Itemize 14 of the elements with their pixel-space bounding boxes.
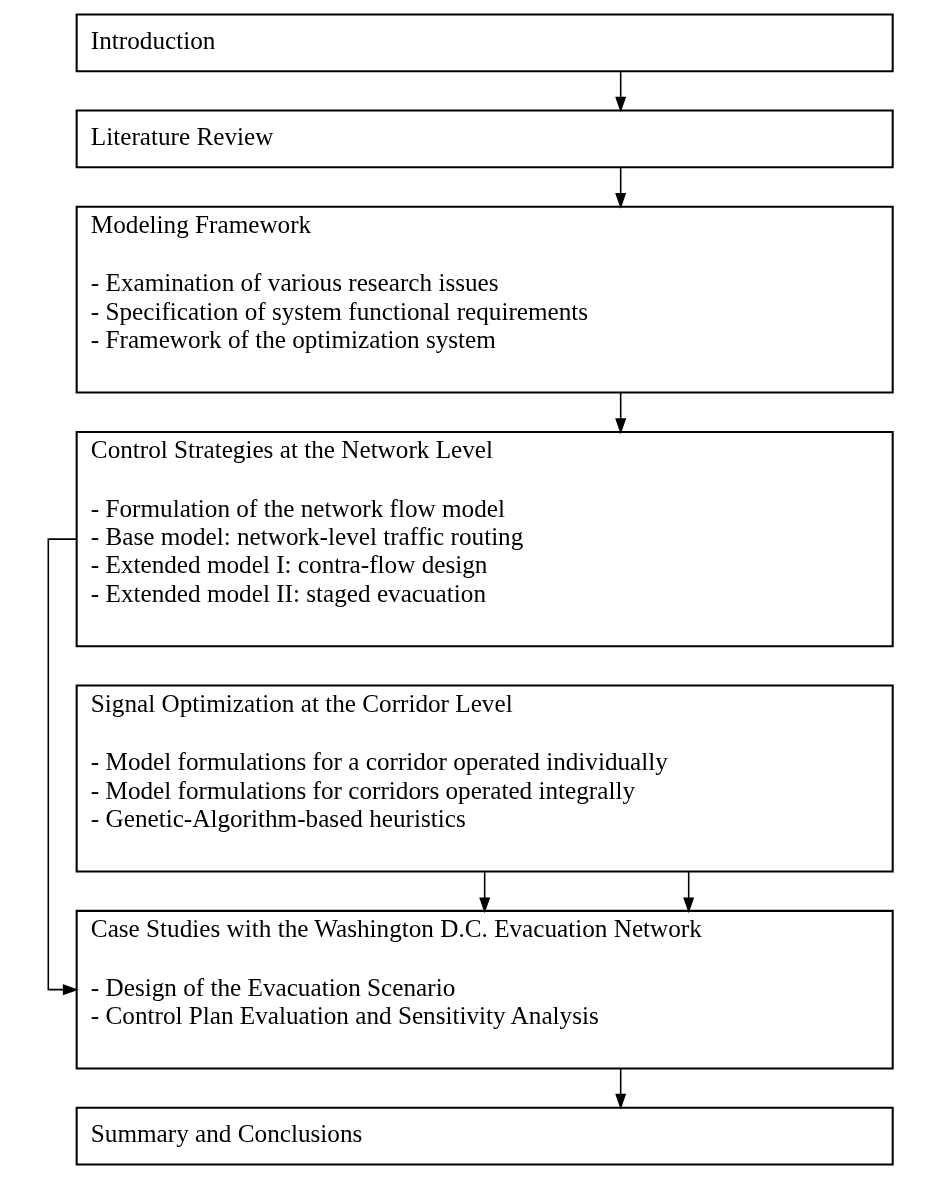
arrow [614,70,626,113]
arrow [682,870,694,914]
node-box: Control Strategies at the Network Level - Formulation of the network flow model - Base model: network-level traffic routing - Extended model I: contra-flow design - Extended model II: staged evacuation [75,430,894,648]
arrow [614,166,626,209]
node-box: Summary and Conclusions [75,1106,894,1166]
node-box: Literature Review [75,109,894,169]
node-box: Modeling Framework - Examination of various research issues - Specification of system functional requirements - Framework of the optimization system [75,205,894,394]
node-box: Case Studies with the Washington D.C. Evacuation Network - Design of the Evacuation Scenario - Control Plan Evaluation and Sensitivity Analysis [75,909,894,1070]
arrow [614,1067,626,1110]
arrow [614,392,626,435]
node-box: Signal Optimization at the Corridor Level - Model formulations for a corridor operated individually - Model formulations for corridors operated integrally - Genetic-Algorithm-based heuristics [75,684,894,873]
arrow [47,538,79,996]
arrow [478,870,490,914]
node-box: Introduction [75,13,894,73]
